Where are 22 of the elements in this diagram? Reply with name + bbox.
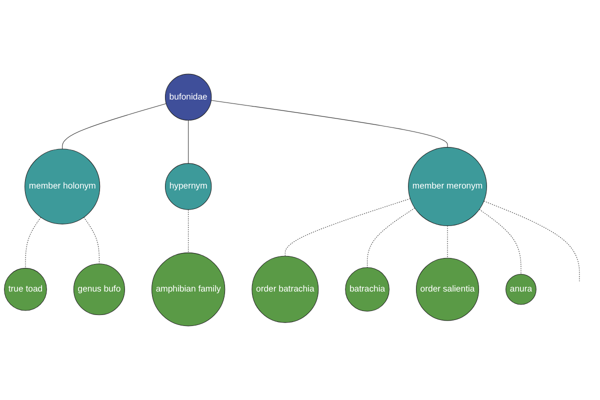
connector [447, 225, 448, 258]
node-circle: genus bufo [73, 264, 125, 316]
node-circle: bufonidae [164, 74, 212, 121]
connector [210, 100, 448, 148]
connector [367, 208, 416, 268]
connector [62, 103, 166, 150]
connector [84, 217, 100, 264]
node-circle: anura [506, 274, 536, 305]
node-circle: batrachia [345, 267, 390, 312]
node-circle: hypernym [164, 163, 212, 210]
connector [188, 120, 189, 164]
node-circle: member meronym [408, 147, 487, 226]
connector [284, 198, 410, 256]
connector [188, 209, 189, 254]
connector [484, 200, 580, 282]
connector [25, 217, 42, 268]
node-circle: amphibian family [152, 252, 226, 326]
node-circle: true toad [4, 268, 47, 311]
node-circle: order batrachia [252, 256, 319, 323]
node-circle: order salientia [416, 258, 480, 321]
node-circle: member holonym [24, 148, 100, 224]
connector [479, 209, 522, 274]
